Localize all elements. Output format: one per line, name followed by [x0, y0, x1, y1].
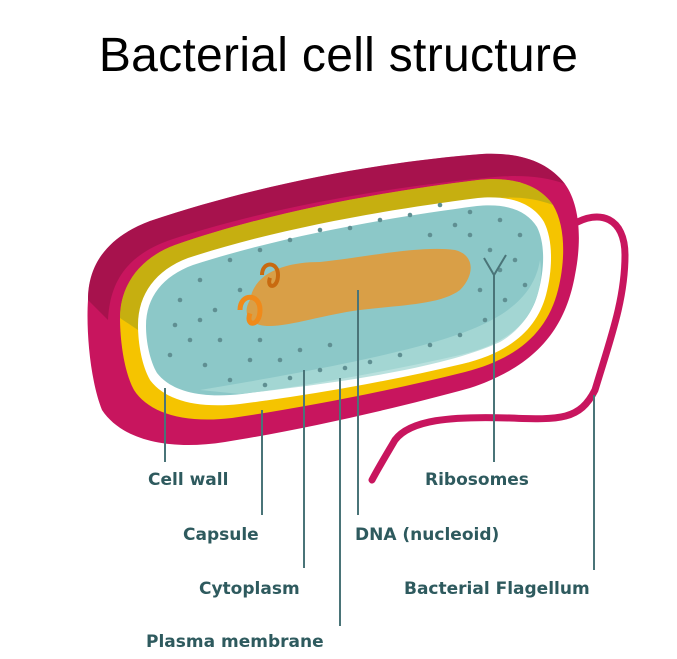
ribosome-dot — [347, 225, 353, 231]
ribosome-dot — [477, 287, 483, 293]
ribosome-dot — [197, 317, 203, 323]
label-capsule: Capsule — [183, 525, 259, 545]
label-cell-wall: Cell wall — [148, 470, 229, 490]
ribosome-dot — [227, 377, 233, 383]
ribosome-dot — [517, 232, 523, 238]
ribosome-dot — [187, 337, 193, 343]
ribosome-dot — [227, 257, 233, 263]
ribosome-dot — [397, 352, 403, 358]
ribosome-dot — [452, 222, 458, 228]
ribosome-dot — [202, 362, 208, 368]
dna-coil-front — [237, 294, 263, 326]
ribosome-dot — [522, 282, 528, 288]
ribosome-dot — [487, 247, 493, 253]
capsule-top-shade — [88, 153, 565, 320]
ribosome-dot — [317, 367, 323, 373]
label-dna: DNA (nucleoid) — [355, 525, 500, 545]
ribosome-dot — [482, 317, 488, 323]
ribosome-dot — [247, 357, 253, 363]
ribosome-dot — [167, 352, 173, 358]
ribosome-dot — [172, 322, 178, 328]
ribosome-dot — [287, 237, 293, 243]
leader-ribosomes — [483, 254, 507, 462]
ribosome-dot — [367, 359, 373, 365]
ribosome-dot — [287, 375, 293, 381]
page-title: Bacterial cell structure — [98, 29, 579, 82]
ribosome-dot — [457, 332, 463, 338]
ribosome-dot — [427, 232, 433, 238]
ribosome-dots — [167, 202, 528, 388]
ribosome-dot — [502, 297, 508, 303]
label-cytoplasm: Cytoplasm — [199, 579, 300, 599]
ribosome-dot — [427, 342, 433, 348]
ribosome-dot — [377, 217, 383, 223]
ribosome-dot — [407, 212, 413, 218]
ribosome-dot — [512, 257, 518, 263]
label-flagellum: Bacterial Flagellum — [404, 579, 590, 599]
ribosome-dot — [177, 297, 183, 303]
ribosome-dot — [497, 217, 503, 223]
ribosome-dot — [212, 307, 218, 313]
ribosome-dot — [277, 357, 283, 363]
ribosome-dot — [467, 232, 473, 238]
ribosome-dot — [467, 209, 473, 215]
ribosome-dot — [237, 287, 243, 293]
label-ribosomes: Ribosomes — [425, 470, 529, 490]
ribosome-dot — [342, 365, 348, 371]
ribosome-dot — [317, 227, 323, 233]
ribosome-dot — [257, 337, 263, 343]
leader-lines — [164, 254, 595, 626]
ribosome-dot — [197, 277, 203, 283]
label-plasma-membrane: Plasma membrane — [146, 632, 324, 652]
flagellum — [368, 213, 629, 484]
ribosome-dot — [217, 337, 223, 343]
ribosome-dot — [257, 247, 263, 253]
cytoplasm-highlight — [200, 260, 541, 394]
ribosome-dot — [437, 202, 443, 208]
dna-coil-back — [260, 262, 281, 288]
ribosome-dot — [327, 342, 333, 348]
dna-nucleoid — [237, 248, 471, 327]
ribosome-dot — [262, 382, 268, 388]
ribosome-dot — [297, 347, 303, 353]
